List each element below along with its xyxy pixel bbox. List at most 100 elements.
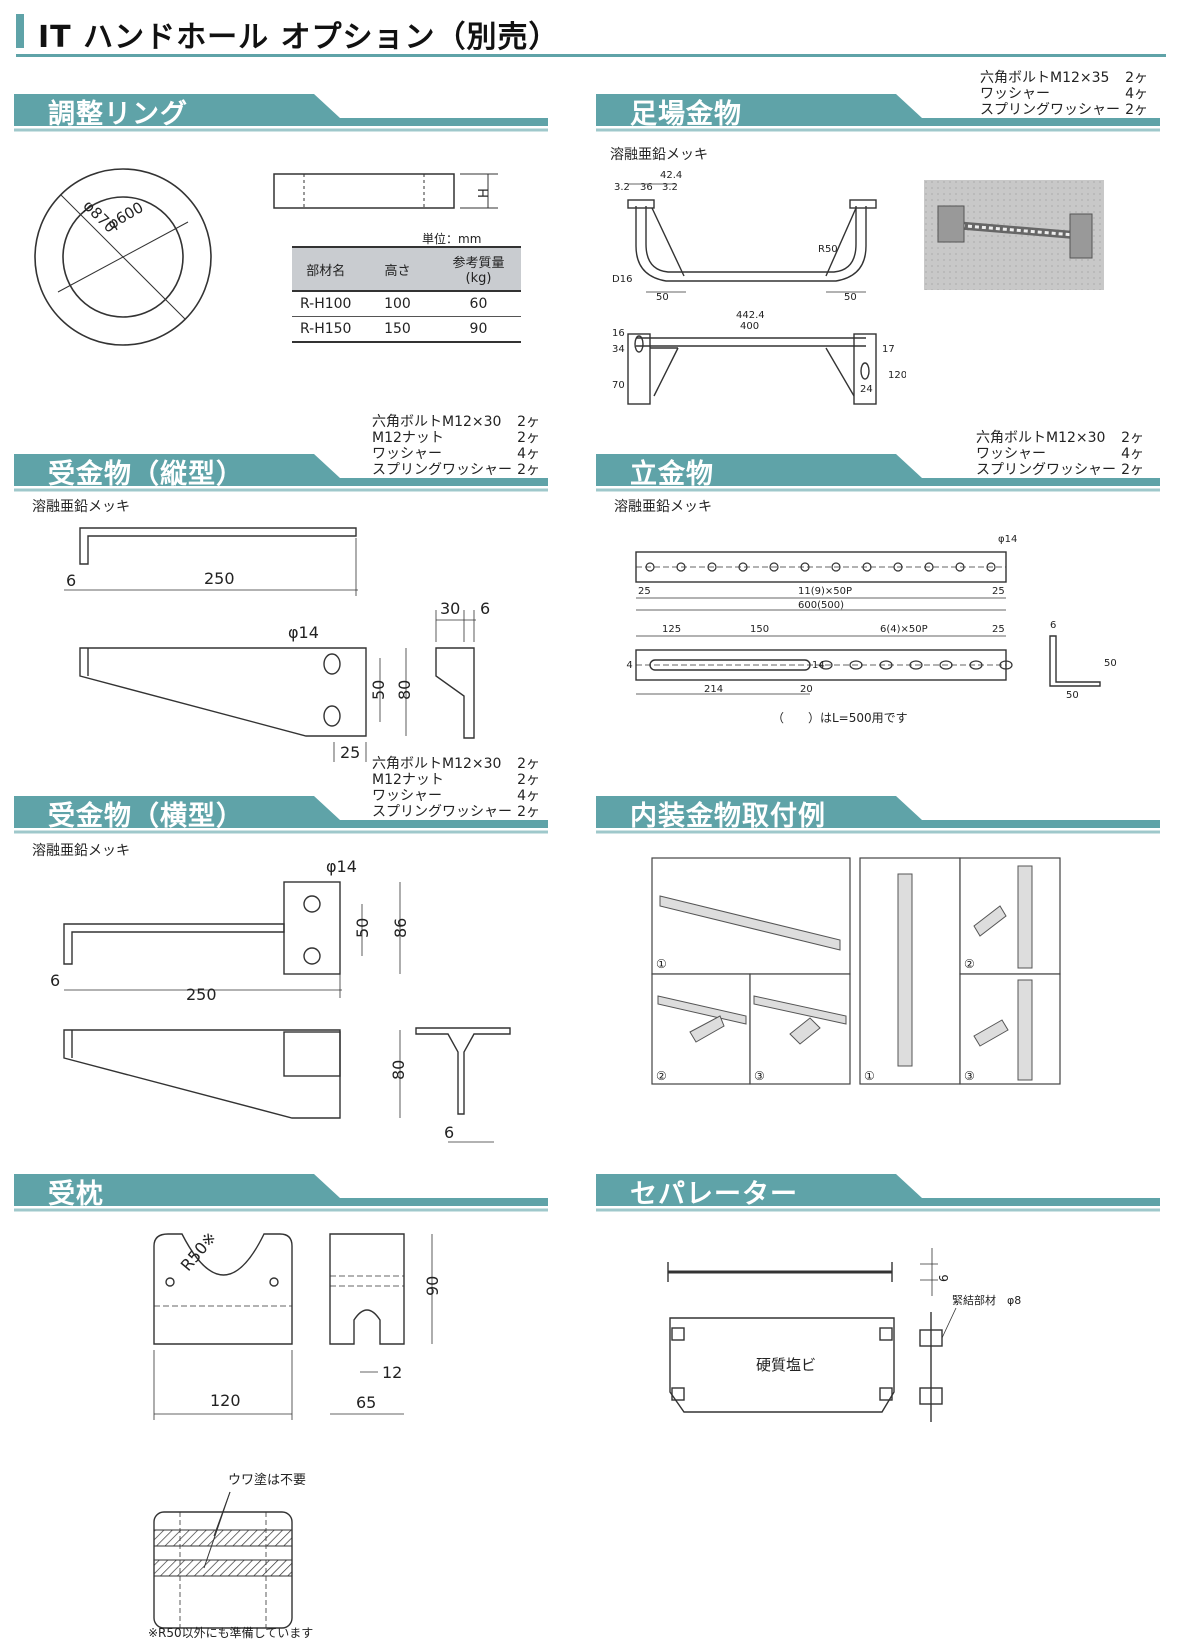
page-title: IT ハンドホール オプション（別売） [38, 20, 560, 55]
pillow-footnote: ※R50以外にも準備しています [148, 1626, 314, 1640]
bolt-hole [707, 562, 717, 572]
part-name: 六角ボルトM12×35 [980, 70, 1110, 86]
bolt-hole [769, 562, 779, 572]
dim-36: 36 [640, 182, 653, 193]
dim-70: 70 [612, 380, 625, 391]
dim-12: 12 [382, 1363, 402, 1382]
dim-250: 250 [204, 569, 235, 588]
section-title: 調整リング [48, 99, 188, 130]
section-title: 受金物（横型） [48, 801, 244, 832]
dim-125: 125 [662, 624, 681, 635]
table-cell: 100 [359, 291, 436, 317]
part-name: スプリングワッシャー [976, 462, 1116, 478]
dim-s6: 6 [1050, 620, 1056, 631]
section-title: 足場金物 [630, 99, 742, 130]
slot-hole [999, 660, 1013, 670]
bolt-hole [924, 562, 934, 572]
install-diagram: ① ② ③ ① ② ③ [651, 857, 1061, 1085]
section-header-shape [596, 454, 1160, 492]
dim-80: 80 [395, 680, 414, 700]
section-header-shape [14, 796, 548, 834]
part-name: 六角ボルトM12×30 [372, 756, 502, 772]
spec-table: 部材名 高さ 参考質量(kg) R-H100 100 60 R-H150 150… [292, 246, 522, 343]
section-pillow: 受枕 [14, 1170, 554, 1640]
paint-note: ウワ塗は不要 [228, 1472, 306, 1488]
section-title: セパレーター [630, 1179, 798, 1210]
section-header-shape [596, 94, 1160, 132]
part-name: ワッシャー [976, 446, 1046, 462]
part-name: ワッシャー [372, 788, 442, 804]
dim-pitch: 11(9)×50P [798, 586, 852, 597]
slot-hole [819, 660, 833, 670]
dim-30: 30 [440, 599, 460, 618]
part-qty: 4ヶ [1121, 446, 1144, 462]
ring-side-view: H [273, 173, 498, 209]
part-name: ワッシャー [980, 86, 1050, 102]
part-name: スプリングワッシャー [372, 804, 512, 820]
part-name: M12ナット [372, 430, 444, 446]
table-cell: 150 [359, 316, 436, 343]
bolt-hole [955, 562, 965, 572]
dim-r50: R50 [818, 244, 838, 255]
unit-label: 単位：mm [422, 232, 482, 246]
table-header-row: 部材名 高さ 参考質量(kg) [292, 246, 522, 292]
dim-20: 20 [800, 684, 813, 695]
dim-s6: 6 [480, 599, 490, 618]
parts-row: M12ナット 2ヶ [372, 430, 540, 446]
bracket-vertical-drawing: 6 250 φ14 50 80 25 30 6 [64, 527, 490, 762]
dim-34: 34 [612, 344, 625, 355]
part-qty: 4ヶ [1125, 86, 1148, 102]
dim-90: 90 [423, 1276, 442, 1296]
section-separator: セパレーター 6 [596, 1170, 1171, 1470]
dim-s50b: 50 [1066, 690, 1079, 701]
dim-25: 25 [340, 743, 360, 762]
section-adjust-ring: 調整リング φ870 φ600 H 単位：mm 部材名 高さ [14, 90, 554, 420]
table-row: R-H100 100 60 [292, 291, 522, 317]
dim-inner: φ600 [104, 198, 146, 233]
section-header-shape [14, 94, 548, 132]
dim-250: 250 [186, 985, 217, 1004]
dim-t6: 6 [50, 971, 60, 990]
step-label: ② [964, 957, 975, 971]
dim-86: 86 [391, 918, 410, 938]
bolt-hole [831, 562, 841, 572]
slot-hole [909, 660, 923, 670]
bolt-hole [893, 562, 903, 572]
dim-120: 120 [210, 1391, 241, 1410]
dim-b25: 25 [992, 586, 1005, 597]
part-name: 六角ボルトM12×30 [976, 430, 1106, 446]
section-header-shape [14, 454, 548, 492]
dim-50: 50 [369, 680, 388, 700]
dim-50a: 50 [656, 292, 669, 303]
part-qty: 2ヶ [1125, 102, 1148, 118]
parts-row: ワッシャー 4ヶ [372, 788, 540, 804]
step-label: ② [656, 1069, 667, 1083]
ring-drawing: φ870 φ600 [34, 168, 212, 346]
dim-32a: 3.2 [614, 182, 630, 193]
section-install-example: 内装金物取付例 [596, 792, 1171, 1112]
part-qty: 2ヶ [517, 414, 540, 430]
parts-row: ワッシャー 4ヶ [980, 86, 1148, 102]
section-title: 立金物 [630, 459, 714, 490]
part-qty: 4ヶ [517, 788, 540, 804]
dim-424: 42.4 [660, 170, 682, 181]
part-qty: 2ヶ [517, 430, 540, 446]
part-name: 六角ボルトM12×30 [372, 414, 502, 430]
section-header-shape [596, 796, 1160, 834]
column-header: 高さ [359, 246, 436, 292]
dim-s50: 50 [1104, 658, 1117, 669]
coating-note: 溶融亜鉛メッキ [610, 147, 708, 163]
dim-150: 150 [750, 624, 769, 635]
